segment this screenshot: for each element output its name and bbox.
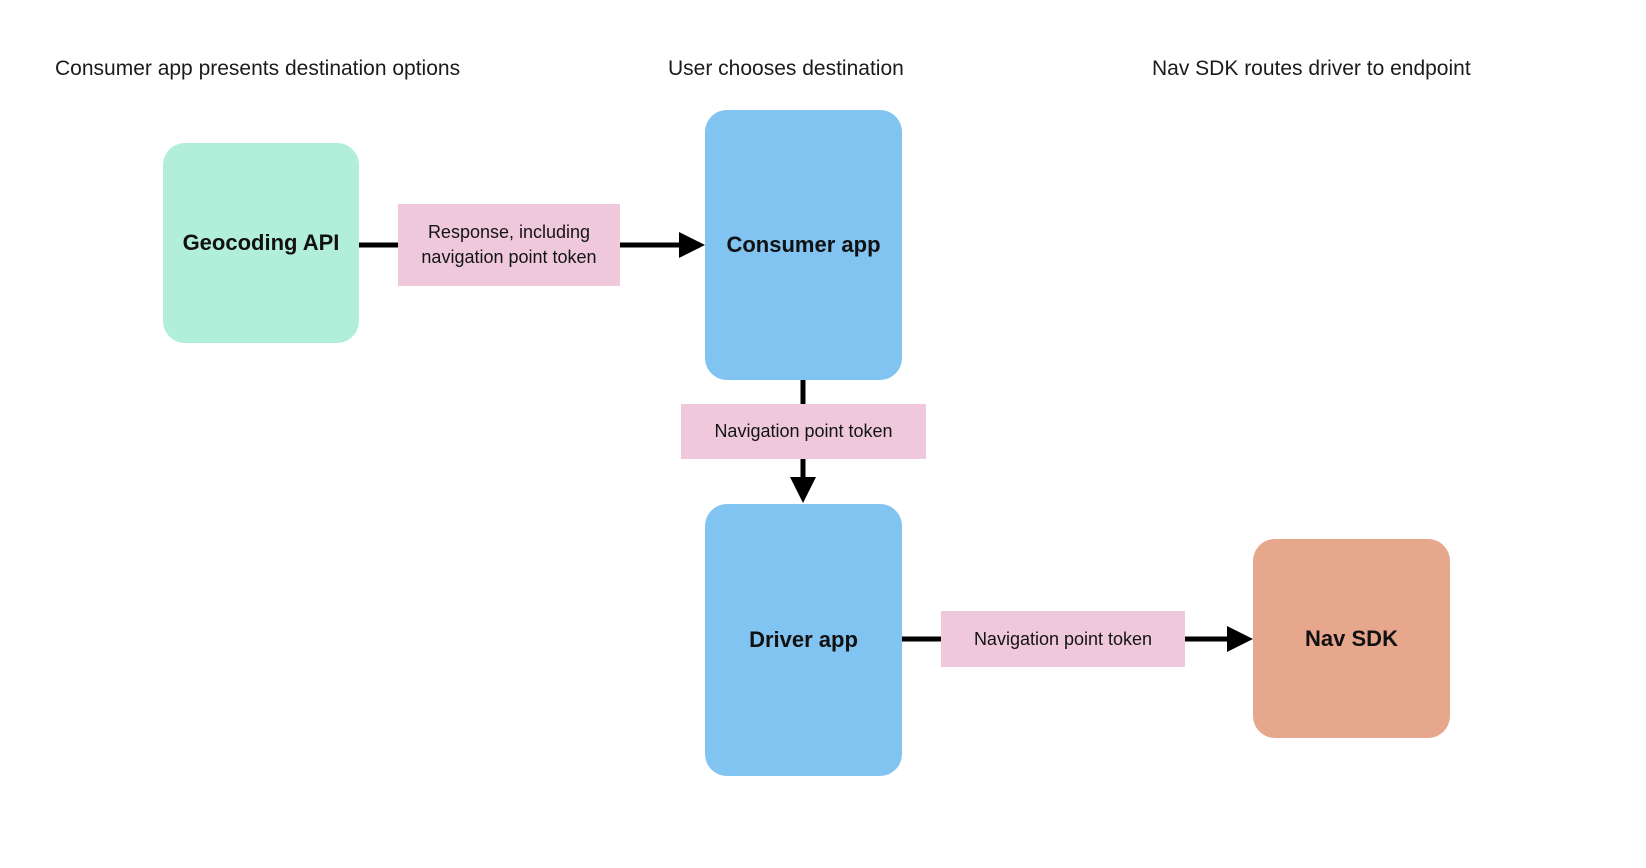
column-header-consumer: Consumer app presents destination option… xyxy=(55,57,461,80)
edge-label-navigation-point-token-2: Navigation point token xyxy=(941,611,1185,667)
node-nav-sdk[interactable]: Nav SDK xyxy=(1253,539,1450,738)
edge-label-response: Response, including navigation point tok… xyxy=(398,204,620,286)
node-consumer-app[interactable]: Consumer app xyxy=(705,110,902,380)
column-header-user: User chooses destination xyxy=(668,57,904,80)
node-geocoding-api[interactable]: Geocoding API xyxy=(163,143,359,343)
edge-label-navigation-point-token-1: Navigation point token xyxy=(681,404,926,459)
node-driver-app[interactable]: Driver app xyxy=(705,504,902,776)
column-header-navsdk: Nav SDK routes driver to endpoint xyxy=(1152,57,1471,80)
